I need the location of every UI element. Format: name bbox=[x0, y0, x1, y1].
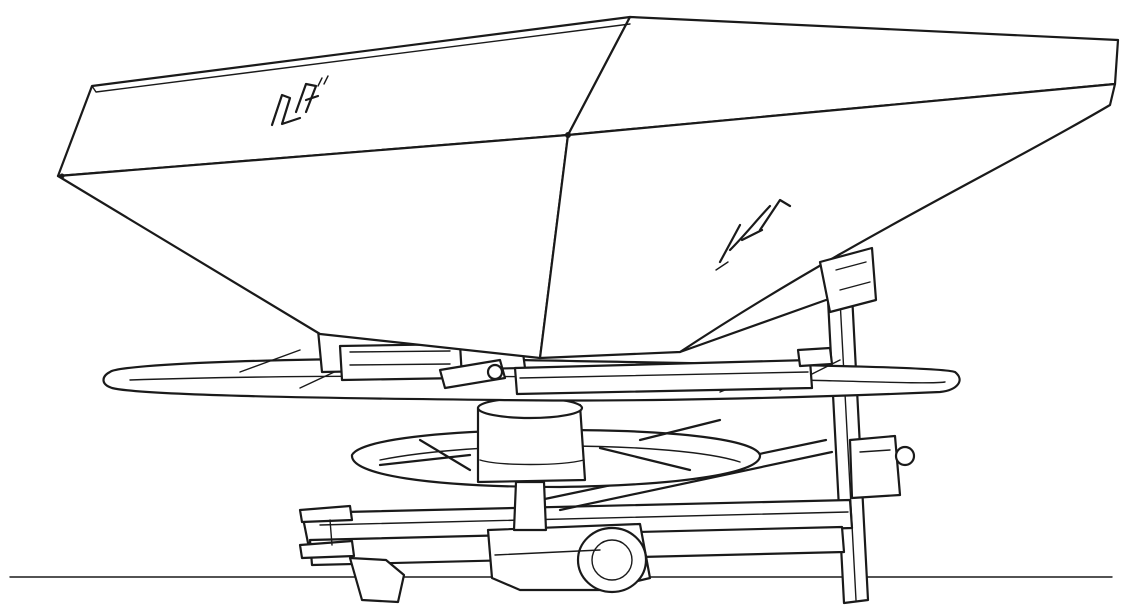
decal-front bbox=[270, 75, 329, 127]
spinner-disc bbox=[350, 396, 762, 532]
rear-cross-member bbox=[513, 346, 834, 396]
hitch-frame bbox=[298, 438, 854, 604]
decal-side bbox=[715, 198, 792, 271]
gearbox bbox=[486, 522, 652, 594]
adjustment-bracket bbox=[848, 434, 916, 500]
upper-strut bbox=[678, 246, 878, 354]
hopper bbox=[56, 15, 1120, 360]
